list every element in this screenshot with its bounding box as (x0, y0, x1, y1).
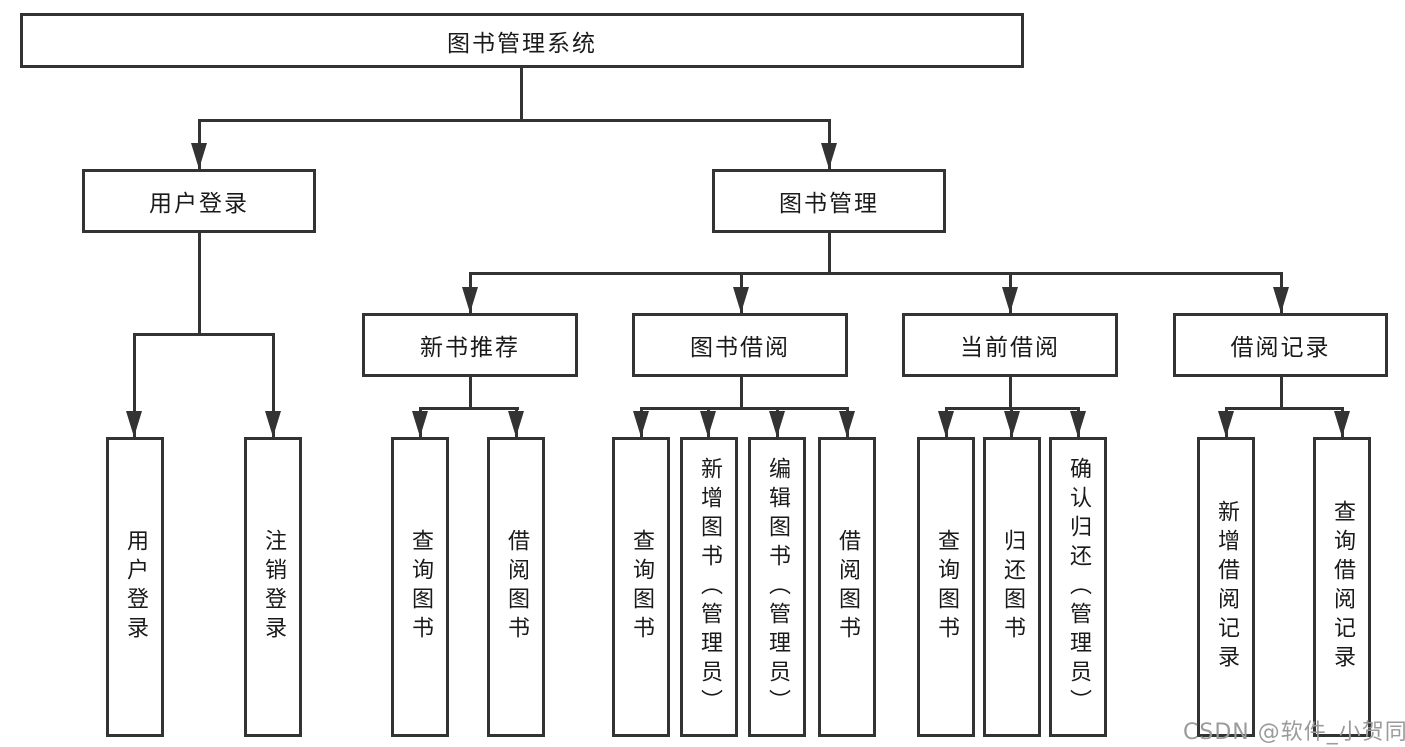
leaf-nb-borrow-books-label: 借阅图书 (504, 529, 529, 645)
node-new-book-recommend-label: 新书推荐 (420, 335, 520, 361)
connector-user-login-hline (133, 333, 275, 336)
leaf-logout-label: 注销登录 (261, 529, 286, 645)
connector-drop-leaf (133, 333, 136, 437)
leaf-bb-add-books-admin-label: 新增图书（管理员） (697, 456, 722, 718)
node-book-borrow: 图书借阅 (632, 313, 848, 377)
arrowhead-icon (191, 143, 207, 169)
leaf-cb-return-books: 归还图书 (983, 437, 1041, 737)
leaf-cb-confirm-return-admin: 确认归还（管理员） (1049, 437, 1107, 737)
leaf-bb-add-books-admin: 新增图书（管理员） (680, 437, 738, 737)
arrowhead-icon (462, 287, 478, 313)
leaf-bb-edit-books-admin: 编辑图书（管理员） (748, 437, 806, 737)
leaf-cb-query-books: 查询图书 (917, 437, 975, 737)
arrowhead-icon (1273, 287, 1289, 313)
leaf-bb-borrow-books: 借阅图书 (818, 437, 876, 737)
node-current-borrow-label: 当前借阅 (960, 335, 1060, 361)
arrowhead-icon (700, 411, 716, 437)
connector-root-stub (520, 68, 523, 121)
arrowhead-icon (412, 411, 428, 437)
arrowhead-icon (821, 143, 837, 169)
connector-newbook-stub (469, 377, 472, 410)
node-book-borrow-label: 图书借阅 (690, 335, 790, 361)
leaf-user-login: 用户登录 (106, 437, 164, 737)
arrowhead-icon (1002, 287, 1018, 313)
connector-user-login-stub (198, 233, 201, 336)
arrowhead-icon (508, 411, 524, 437)
arrowhead-icon (265, 411, 281, 437)
connector-newbook-hline (419, 407, 519, 410)
leaf-bb-borrow-books-label: 借阅图书 (835, 529, 860, 645)
leaf-br-add-record-label: 新增借阅记录 (1214, 500, 1239, 674)
leaf-cb-confirm-return-admin-label: 确认归还（管理员） (1066, 456, 1091, 718)
arrowhead-icon (733, 287, 749, 313)
leaf-nb-borrow-books: 借阅图书 (487, 437, 545, 737)
node-root: 图书管理系统 (20, 13, 1024, 68)
node-book-management: 图书管理 (712, 169, 946, 233)
csdn-watermark: CSDN @软件_小贺同学 (1183, 720, 1405, 745)
arrowhead-icon (633, 411, 649, 437)
arrowhead-icon (126, 411, 142, 437)
leaf-nb-query-books: 查询图书 (391, 437, 449, 737)
leaf-bb-query-books: 查询图书 (612, 437, 670, 737)
leaf-bb-edit-books-admin-label: 编辑图书（管理员） (765, 456, 790, 718)
connector-current-stub (1009, 377, 1012, 410)
leaf-cb-return-books-label: 归还图书 (1000, 529, 1025, 645)
node-borrow-record-label: 借阅记录 (1230, 335, 1331, 361)
leaf-bb-query-books-label: 查询图书 (629, 529, 654, 645)
leaf-logout: 注销登录 (244, 437, 302, 737)
node-current-borrow: 当前借阅 (902, 313, 1118, 377)
arrowhead-icon (769, 411, 785, 437)
connector-record-stub (1280, 377, 1283, 410)
leaf-user-login-label: 用户登录 (123, 529, 148, 645)
node-user-login: 用户登录 (82, 169, 316, 233)
node-root-label: 图书管理系统 (447, 30, 597, 57)
leaf-nb-query-books-label: 查询图书 (408, 529, 433, 645)
connector-book-mgmt-hline (469, 272, 1283, 275)
node-new-book-recommend: 新书推荐 (362, 313, 578, 377)
node-borrow-record: 借阅记录 (1173, 313, 1388, 377)
arrowhead-icon (938, 411, 954, 437)
arrowhead-icon (839, 411, 855, 437)
connector-drop-leaf (272, 333, 275, 437)
connector-book-mgmt-stub (828, 233, 831, 275)
arrowhead-icon (1218, 411, 1234, 437)
connector-record-hline (1225, 407, 1344, 410)
leaf-cb-query-books-label: 查询图书 (934, 529, 959, 645)
leaf-br-query-record: 查询借阅记录 (1313, 437, 1371, 737)
arrowhead-icon (1070, 411, 1086, 437)
connector-borrow-hline (640, 407, 849, 410)
connector-root-hline (198, 119, 830, 122)
arrowhead-icon (1004, 411, 1020, 437)
node-book-management-label: 图书管理 (779, 191, 879, 217)
leaf-br-query-record-label: 查询借阅记录 (1330, 500, 1355, 674)
connector-borrow-stub (740, 377, 743, 410)
leaf-br-add-record: 新增借阅记录 (1197, 437, 1255, 737)
arrowhead-icon (1334, 411, 1350, 437)
node-user-login-label: 用户登录 (149, 191, 249, 217)
